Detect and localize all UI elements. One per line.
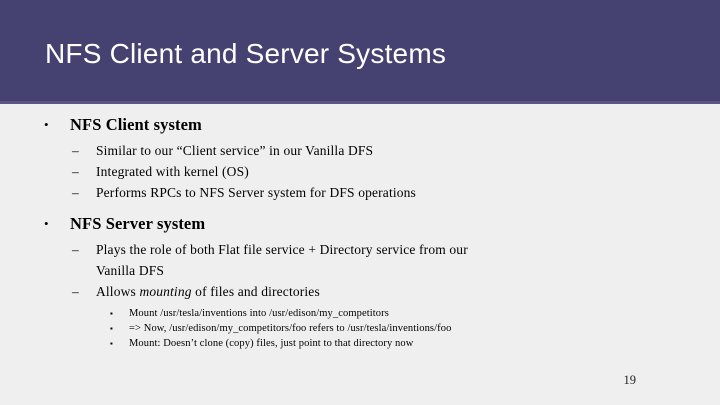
bullet-level1-label: NFS Client system <box>70 115 202 134</box>
bullet-dot-icon: • <box>44 216 49 231</box>
bullet-dash-icon: – <box>72 143 79 158</box>
bullet-dash-icon: – <box>72 185 79 200</box>
bullet-level3-mount-no-clone: ▪ Mount: Doesn’t clone (copy) files, jus… <box>110 336 720 351</box>
bullet-level2-performs-rpcs: – Performs RPCs to NFS Server system for… <box>72 182 720 203</box>
bullet-level2-allows-mounting: – Allows mounting of files and directori… <box>72 281 720 302</box>
page-number: 19 <box>623 373 637 387</box>
bullet-dash-icon: – <box>72 242 79 257</box>
bullet-square-icon: ▪ <box>110 339 113 348</box>
bullet-dash-icon: – <box>72 164 79 179</box>
bullet-level2-similar-client-service: – Similar to our “Client service” in our… <box>72 140 720 161</box>
page-title: NFS Client and Server Systems <box>45 38 447 69</box>
bullet-level3-label: => Now, /usr/edison/my_competitors/foo r… <box>129 323 452 334</box>
bullet-level2-label: Plays the role of both Flat file service… <box>96 242 468 278</box>
bullet-level2-integrated-kernel: – Integrated with kernel (OS) <box>72 161 720 182</box>
bullet-level1-client-system: • NFS Client system <box>44 114 720 136</box>
text-before-italic: Allows <box>96 284 140 299</box>
slide-body: • NFS Client system – Similar to our “Cl… <box>0 104 720 405</box>
italic-term-mounting: mounting <box>139 284 192 299</box>
bullet-level3-now-refers: ▪ => Now, /usr/edison/my_competitors/foo… <box>110 321 720 336</box>
bullet-level2-label: Allows mounting of files and directories <box>96 281 320 302</box>
text-after-italic: of files and directories <box>191 284 320 299</box>
title-band <box>0 0 720 101</box>
bullet-level1-label: NFS Server system <box>70 214 206 233</box>
bullet-level2-label: Performs RPCs to NFS Server system for D… <box>96 185 416 200</box>
spacer <box>0 104 720 114</box>
title-band-divider <box>0 101 720 104</box>
bullet-square-icon: ▪ <box>110 324 113 333</box>
spacer <box>0 203 720 213</box>
bullet-level3-mount-command: ▪ Mount /usr/tesla/inventions into /usr/… <box>110 306 720 321</box>
bullet-level2-label: Similar to our “Client service” in our V… <box>96 143 374 158</box>
bullet-level1-server-system: • NFS Server system <box>44 213 720 235</box>
bullet-level3-label: Mount: Doesn’t clone (copy) files, just … <box>129 338 414 349</box>
bullet-square-icon: ▪ <box>110 309 113 318</box>
bullet-dash-icon: – <box>72 284 79 299</box>
bullet-level2-plays-role: – Plays the role of both Flat file servi… <box>72 239 720 281</box>
bullet-level3-label: Mount /usr/tesla/inventions into /usr/ed… <box>129 308 389 319</box>
bullet-level2-label: Integrated with kernel (OS) <box>96 164 249 179</box>
bullet-dot-icon: • <box>44 117 49 132</box>
